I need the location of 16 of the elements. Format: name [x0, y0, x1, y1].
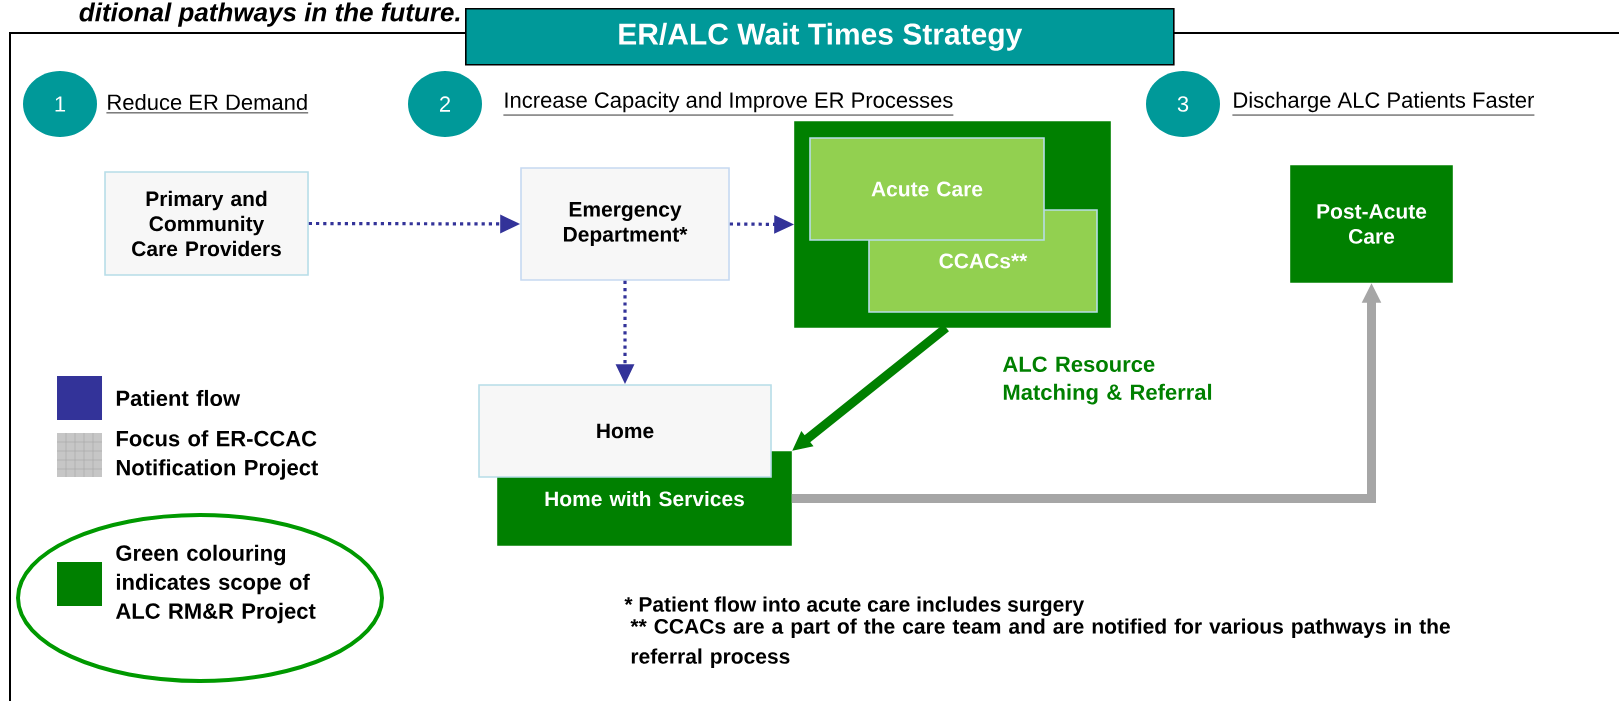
annotation-text: ALC Resource Matching & Referral	[1002, 356, 1212, 405]
process-box: Home	[478, 384, 772, 478]
process-box: Acute Care	[809, 137, 1045, 241]
legend-label: Green colouring indicates scope of ALC RM&R Project	[115, 544, 316, 624]
legend-label: Patient flow	[116, 389, 241, 407]
process-box: Primary and Community Care Providers	[104, 171, 309, 276]
section-heading: Increase Capacity and Improve ER Processes	[503, 91, 954, 116]
section-heading: Reduce ER Demand	[106, 93, 309, 114]
section-heading: Discharge ALC Patients Faster	[1232, 91, 1535, 116]
process-box: Emergency Department*	[520, 167, 730, 281]
process-box: Post-Acute Care	[1290, 165, 1453, 283]
footnote: * Patient flow into acute care includes surgery	[624, 596, 1085, 617]
title-banner: ER/ALC Wait Times Strategy	[465, 8, 1175, 66]
heading-text: ditional pathways in the future.	[79, 2, 460, 27]
legend-label: Focus of ER-CCAC Notification Project	[116, 430, 319, 480]
footnote: ** CCACs are a part of the care team and are notified for various pathways in the referral process	[630, 618, 1450, 668]
